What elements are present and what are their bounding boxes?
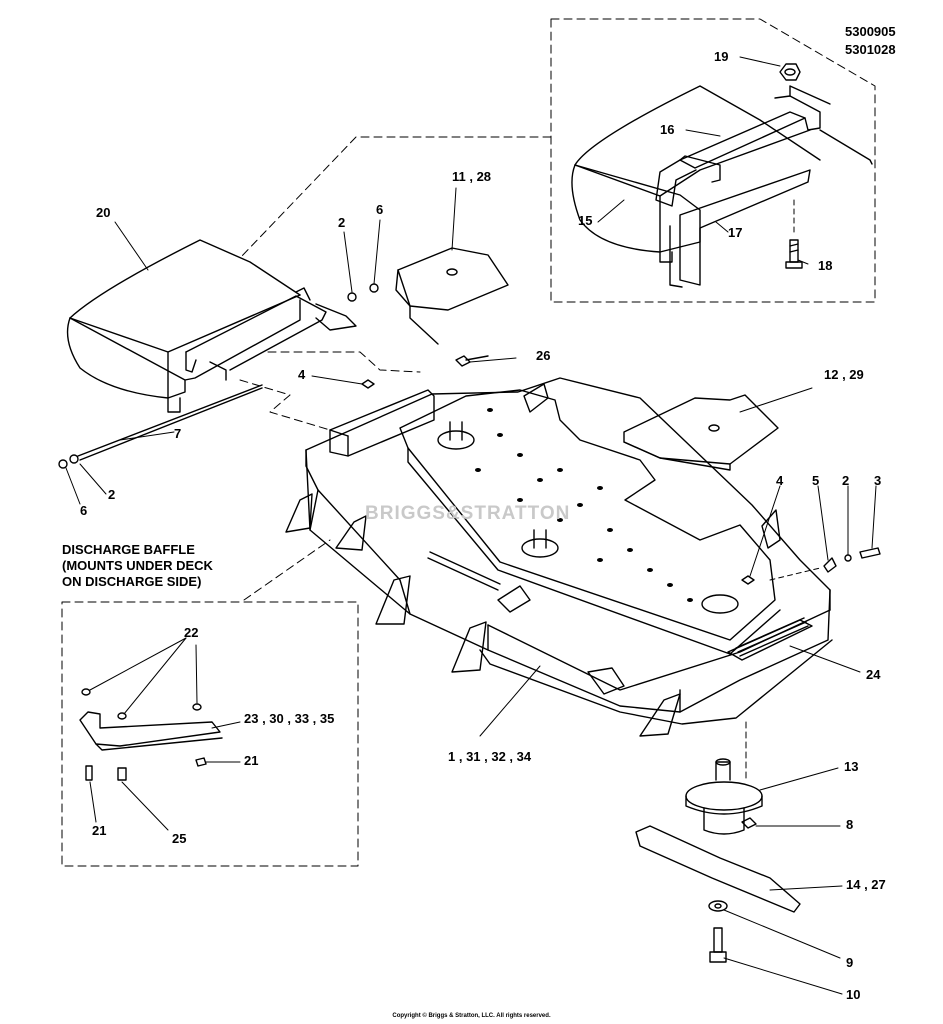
watermark: BRIGGS&STRATTON: [365, 503, 571, 524]
nut-part-19: [779, 63, 801, 81]
bracket-part-16: [655, 85, 873, 207]
spindle-assembly-part-13: [685, 758, 763, 835]
copyright-notice: Copyright © Briggs & Stratton, LLC. All …: [392, 1013, 551, 1019]
belt-cover-part-12-29: [623, 394, 779, 471]
callout-21-right: 21: [244, 753, 259, 768]
belt-cover-part-11-28: [395, 247, 509, 345]
callout-25: 25: [172, 831, 187, 846]
discharge-chute-part-20: [66, 239, 301, 413]
bolt-part-18: [785, 199, 803, 269]
callout-22: 22: [184, 625, 199, 640]
discharge-baffle-part-23: [79, 688, 223, 781]
hinge-hardware: [58, 283, 379, 469]
callout-12-29: 12 , 29: [824, 367, 864, 382]
callout-10: 10: [846, 987, 861, 1002]
callout-21-left: 21: [92, 823, 107, 838]
callout-2-right: 2: [842, 473, 850, 488]
callout-4-right: 4: [776, 473, 784, 488]
chute-hinge-bracket: [185, 287, 357, 381]
callout-24: 24: [866, 667, 881, 682]
callout-1-31-32-34: 1 , 31 , 32 , 34: [448, 749, 532, 764]
callout-19: 19: [714, 49, 729, 64]
callout-16: 16: [660, 122, 675, 137]
leader-lines: [65, 56, 877, 995]
baffle-title-line-1: DISCHARGE BAFFLE: [62, 542, 195, 557]
discharge-baffle-title: DISCHARGE BAFFLE (MOUNTS UNDER DECK ON D…: [62, 542, 213, 590]
mower-deck-part-1: [285, 377, 881, 781]
callout-14-27: 14 , 27: [846, 877, 886, 892]
callout-18: 18: [818, 258, 833, 273]
callout-13: 13: [844, 759, 859, 774]
model-number-1: 5300905: [845, 24, 896, 39]
hinge-flange: [329, 389, 435, 457]
washer-part-9: [708, 900, 728, 912]
callout-4-left: 4: [298, 367, 306, 382]
model-number-2: 5301028: [845, 42, 896, 57]
bolt-part-10: [709, 927, 727, 963]
baffle-title-line-3: ON DISCHARGE SIDE): [62, 574, 202, 589]
mulch-chute-part-15: [571, 85, 821, 263]
plate-part-17: [669, 169, 811, 288]
blade-part-14-27: [635, 825, 801, 913]
callout-2-left: 2: [108, 487, 116, 502]
baffle-title-line-2: (MOUNTS UNDER DECK: [62, 558, 213, 573]
bolt-part-8: [741, 817, 757, 829]
callout-3: 3: [874, 473, 882, 488]
callout-17: 17: [728, 225, 743, 240]
callout-2-top: 2: [338, 215, 346, 230]
callout-15: 15: [578, 213, 593, 228]
callout-6-top: 6: [376, 202, 384, 217]
baffle-inset-border: [61, 601, 359, 867]
callout-11-28: 11 , 28: [452, 169, 492, 184]
callout-8: 8: [846, 817, 854, 832]
callout-7: 7: [174, 426, 182, 441]
callout-20: 20: [96, 205, 111, 220]
kit-inset-border: [550, 18, 876, 303]
callout-6-left: 6: [80, 503, 88, 518]
callout-23-30-33-35: 23 , 30 , 33 , 35: [244, 711, 335, 726]
callout-5: 5: [812, 473, 820, 488]
callout-26: 26: [536, 348, 551, 363]
callout-9: 9: [846, 955, 854, 970]
hinge-rod-part-7: [77, 384, 263, 461]
nut-part-4-left: [361, 379, 375, 389]
